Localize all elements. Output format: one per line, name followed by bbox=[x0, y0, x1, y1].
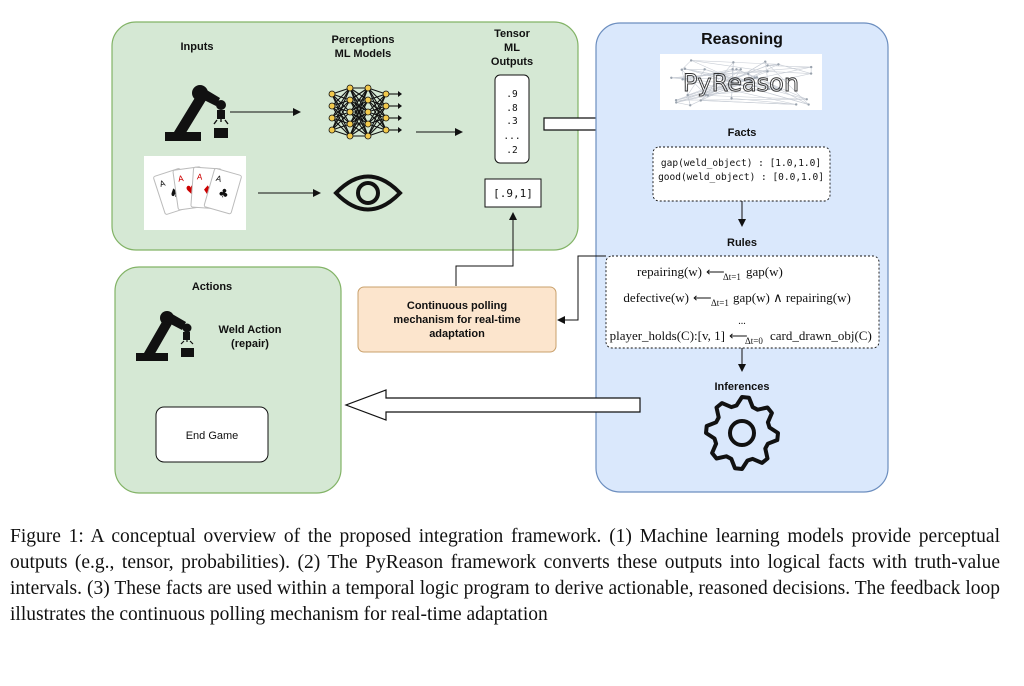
polling-line2: mechanism for real-time bbox=[393, 314, 520, 326]
svg-text:♣: ♣ bbox=[217, 185, 231, 201]
rule-row: player_holds(C):[v, 1] ⟵ Δt=0 card_drawn… bbox=[610, 328, 872, 346]
rule-arrow-icon: ⟵ bbox=[729, 328, 748, 343]
robot-arm-icon bbox=[165, 85, 229, 141]
interval-value: [.9,1] bbox=[493, 187, 533, 200]
interval-box: [.9,1] bbox=[484, 178, 542, 208]
polling-line3: adaptation bbox=[429, 328, 485, 340]
actions-panel: Actions Weld Action (repair) End Game bbox=[114, 266, 342, 494]
rule-delta: Δt=1 bbox=[723, 272, 741, 282]
rule-arrow-icon: ⟵ bbox=[693, 290, 712, 305]
tensor-value: .3 bbox=[506, 116, 517, 127]
rule-body: gap(w) bbox=[746, 264, 783, 279]
rules-label: Rules bbox=[727, 237, 757, 249]
fact-item: gap(weld_object) : [1.0,1.0] bbox=[661, 158, 821, 169]
tensor-value: .8 bbox=[506, 103, 518, 114]
svg-text:A: A bbox=[159, 178, 167, 188]
facts-box: gap(weld_object) : [1.0,1.0] good(weld_o… bbox=[652, 146, 831, 202]
rule-delta: Δt=0 bbox=[745, 336, 763, 346]
rule-ellipsis: ... bbox=[738, 316, 746, 327]
actions-title: Actions bbox=[192, 281, 232, 293]
reasoning-panel: Reasoning PyReason Facts gap(weld_object… bbox=[595, 22, 889, 493]
svg-text:A: A bbox=[215, 174, 223, 184]
rule-body: gap(w) ∧ repairing(w) bbox=[733, 290, 851, 305]
weld-action-line2: (repair) bbox=[231, 338, 269, 350]
rule-head: player_holds(C):[v, 1] bbox=[610, 328, 725, 343]
eye-icon bbox=[333, 174, 403, 212]
rule-head: defective(w) bbox=[623, 290, 689, 305]
svg-text:A: A bbox=[197, 172, 204, 181]
playing-cards-image: A♠ A♥ A♦ A♣ bbox=[144, 156, 246, 230]
robot-arm-icon bbox=[136, 311, 194, 361]
svg-text:♦: ♦ bbox=[202, 183, 214, 198]
tensor-value: ... bbox=[503, 131, 520, 142]
rule-row: repairing(w) ⟵ Δt=1 gap(w) bbox=[637, 264, 783, 282]
tensor-output-box: .9 .8 .3 ... .2 bbox=[494, 74, 530, 164]
reasoning-title: Reasoning bbox=[701, 31, 783, 48]
rule-body: card_drawn_obj(C) bbox=[770, 328, 872, 343]
gear-icon bbox=[704, 395, 780, 471]
inferences-label: Inferences bbox=[714, 381, 769, 393]
svg-text:A: A bbox=[177, 174, 184, 184]
neural-network-icon bbox=[328, 84, 402, 140]
tensor-label-line1: Tensor bbox=[494, 28, 531, 40]
rule-head: repairing(w) bbox=[637, 264, 702, 279]
rule-arrow-icon: ⟵ bbox=[706, 264, 725, 279]
tensor-value: .9 bbox=[506, 89, 518, 100]
tensor-value: .2 bbox=[506, 145, 517, 156]
facts-label: Facts bbox=[728, 127, 757, 139]
rule-row: defective(w) ⟵ Δt=1 gap(w) ∧ repairing(w… bbox=[623, 290, 851, 308]
inputs-panel: Inputs Perceptions ML Models Tensor ML O… bbox=[111, 21, 579, 251]
feedback-loop-arrows bbox=[455, 212, 606, 324]
perceptions-label-line2: ML Models bbox=[335, 48, 392, 60]
polling-line1: Continuous polling bbox=[407, 300, 507, 312]
end-game-box: End Game bbox=[155, 406, 269, 463]
polling-mechanism-box: Continuous polling mechanism for real-ti… bbox=[357, 286, 557, 353]
figure-caption: Figure 1: A conceptual overview of the p… bbox=[10, 526, 1000, 625]
weld-action-line1: Weld Action bbox=[219, 324, 282, 336]
tensor-label-line2: ML bbox=[504, 42, 520, 54]
fact-item: good(weld_object) : [0.0,1.0] bbox=[658, 172, 824, 183]
rule-delta: Δt=1 bbox=[711, 298, 729, 308]
rules-box: repairing(w) ⟵ Δt=1 gap(w) defective(w) … bbox=[605, 255, 880, 349]
perceptions-label-line1: Perceptions bbox=[332, 34, 395, 46]
tensor-label-line3: Outputs bbox=[491, 56, 533, 68]
inferences-to-actions-arrow bbox=[344, 389, 641, 421]
inputs-label: Inputs bbox=[181, 41, 214, 53]
pyreason-logo-text: PyReason bbox=[683, 69, 799, 97]
end-game-label: End Game bbox=[186, 430, 239, 442]
pyreason-logo: PyReason bbox=[660, 54, 822, 110]
